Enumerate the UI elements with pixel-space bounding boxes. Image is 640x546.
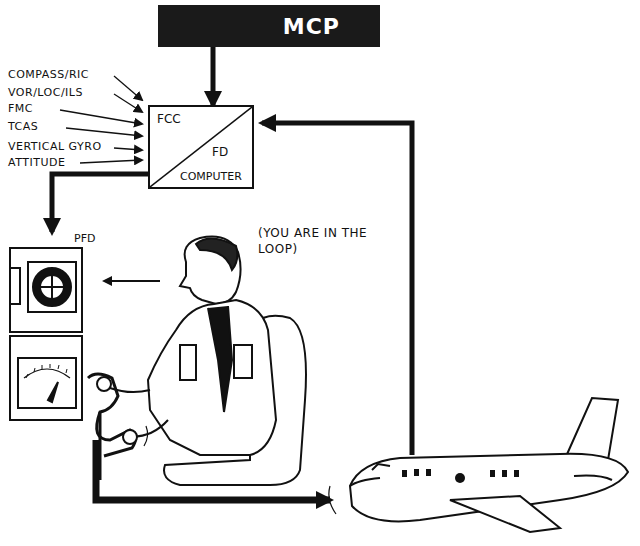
aircraft [350,398,628,532]
node-text: MCP [283,14,340,39]
node-text: FD [212,145,228,159]
signal-connector [52,174,148,232]
pilot-figure [100,237,276,455]
input-signal-label: TCAS [8,120,38,133]
input-signal-label: COMPASS/RIC [8,68,89,81]
node-text: COMPUTER [180,170,242,183]
node-text: FCC [157,112,181,126]
signal-connector [211,47,216,105]
node-text: PFD [74,232,95,245]
pfd-instrument: PFD [8,232,104,432]
mcp-panel: MCP [158,5,380,47]
input-signal-label: VOR/LOC/ILS [8,86,83,99]
sight-arrow [104,280,160,282]
control-yoke [88,374,137,480]
loop-note: (YOU ARE IN THE LOOP) [258,226,390,257]
input-signal-label: ATTITUDE [8,156,65,169]
input-signal-label: VERTICAL GYRO [8,140,102,153]
pfd-drawing [8,232,104,432]
motion-strokes [70,380,336,514]
fcc-fd-computer-box: FCC FD COMPUTER [148,105,254,189]
input-signal-label: FMC [8,102,33,115]
